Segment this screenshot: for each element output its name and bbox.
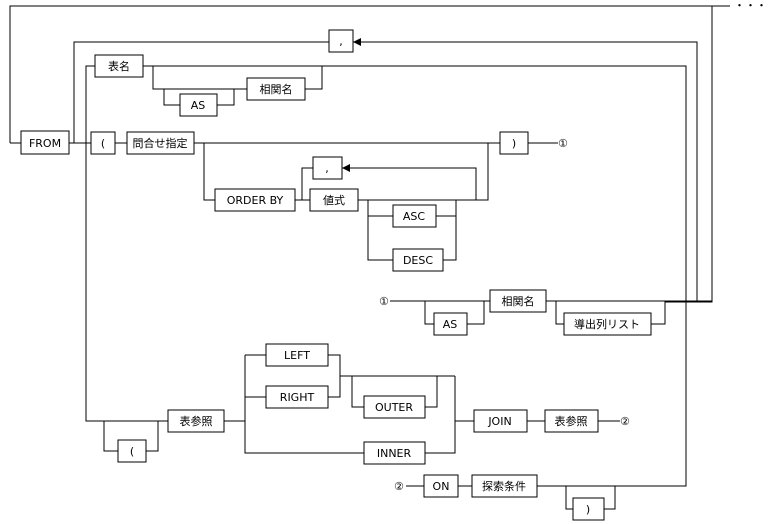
marker-out-2: ② bbox=[620, 415, 630, 428]
comma-top: , bbox=[339, 35, 343, 48]
table-name-box: 表名 bbox=[94, 54, 144, 78]
join-keyword: JOIN bbox=[487, 415, 511, 428]
value-expr: 値式 bbox=[323, 194, 345, 207]
value-expr-box: 値式 bbox=[309, 188, 359, 212]
outer-keyword: OUTER bbox=[375, 401, 413, 414]
comma-top-box: , bbox=[328, 29, 354, 53]
join-box: JOIN bbox=[473, 409, 528, 433]
order-comma-loop-arrow bbox=[342, 164, 350, 172]
order-by-keyword: ORDER BY bbox=[227, 194, 284, 207]
table-ref-1: 表参照 bbox=[180, 414, 213, 428]
on-box: ON bbox=[423, 474, 459, 498]
correlation-name-box-2: 相関名 bbox=[489, 289, 547, 313]
comma-order: , bbox=[325, 162, 329, 175]
table-name: 表名 bbox=[108, 59, 130, 73]
desc-box: DESC bbox=[392, 248, 444, 272]
marker-in-1: ① bbox=[379, 295, 389, 308]
derived-column-list-box: 導出列リスト bbox=[563, 312, 652, 336]
as-keyword-1: AS bbox=[191, 99, 206, 112]
lparen-box-1: ( bbox=[90, 131, 116, 155]
ellipsis: ・・・ bbox=[734, 0, 767, 12]
loop-arrows bbox=[342, 38, 361, 172]
order-by-box: ORDER BY bbox=[214, 188, 296, 212]
table-ref-box-2: 表参照 bbox=[544, 409, 599, 433]
table-ref-2: 表参照 bbox=[555, 414, 588, 428]
query-spec-box: 問合せ指定 bbox=[126, 131, 195, 155]
lparen-2: ( bbox=[130, 445, 134, 458]
as-box-2: AS bbox=[433, 312, 468, 336]
as-box-1: AS bbox=[179, 93, 218, 117]
on-keyword: ON bbox=[433, 480, 450, 493]
left-box: LEFT bbox=[265, 343, 329, 367]
left-keyword: LEFT bbox=[284, 349, 310, 362]
desc-keyword: DESC bbox=[403, 254, 433, 267]
rparen-1: ) bbox=[512, 137, 516, 150]
correlation-name-1: 相関名 bbox=[260, 82, 293, 96]
right-box: RIGHT bbox=[265, 385, 329, 409]
as-keyword-2: AS bbox=[443, 318, 458, 331]
marker-in-2: ② bbox=[394, 480, 404, 493]
correlation-name-box-1: 相関名 bbox=[246, 77, 306, 101]
from-keyword-box: FROM bbox=[20, 130, 70, 155]
inner-keyword: INNER bbox=[377, 447, 412, 460]
asc-box: ASC bbox=[392, 204, 437, 228]
query-spec: 問合せ指定 bbox=[133, 136, 188, 150]
search-condition: 探索条件 bbox=[482, 479, 526, 493]
diagram-lines bbox=[9, 5, 730, 510]
rparen-box-1: ) bbox=[499, 131, 529, 155]
inner-box: INNER bbox=[363, 441, 426, 465]
table-ref-box-1: 表参照 bbox=[167, 409, 225, 433]
rparen-2: ) bbox=[586, 503, 590, 516]
marker-out-1: ① bbox=[558, 137, 568, 150]
from-keyword: FROM bbox=[29, 137, 61, 150]
derived-column-list: 導出列リスト bbox=[574, 317, 640, 331]
right-keyword: RIGHT bbox=[280, 391, 315, 404]
lparen-box-2: ( bbox=[117, 439, 147, 463]
correlation-name-2: 相関名 bbox=[502, 294, 535, 308]
comma-loop-arrow bbox=[353, 38, 361, 46]
rparen-box-2: ) bbox=[572, 497, 605, 521]
lparen-1: ( bbox=[101, 137, 105, 150]
search-condition-box: 探索条件 bbox=[471, 474, 538, 498]
asc-keyword: ASC bbox=[403, 210, 426, 223]
outer-box: OUTER bbox=[363, 395, 426, 419]
comma-order-box: , bbox=[312, 156, 343, 180]
